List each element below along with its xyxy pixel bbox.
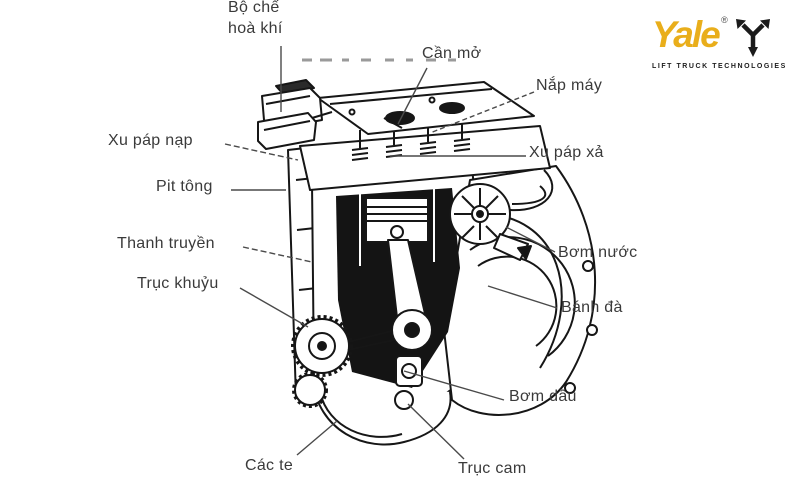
leader-carter (296, 420, 338, 456)
engine-body (257, 79, 598, 446)
label-crankcase: Các te (245, 457, 294, 474)
label-cylinder-head-cover: Nắp máy (536, 77, 603, 94)
label-oil-pump: Bơm dầu (509, 388, 577, 405)
logo-tagline: LIFT TRUCK TECHNOLOGIES (652, 63, 787, 70)
label-rocker-lever: Cần mở (422, 45, 482, 62)
impeller-spokes (454, 188, 506, 240)
registered-trademark: ® (721, 15, 728, 25)
leader-conrod (242, 246, 313, 263)
label-carburetor: Bộ chế hoà khí (228, 0, 283, 37)
label-connecting-rod: Thanh truyền (117, 235, 215, 252)
yale-logo: Yale ® LIFT TRUCK TECHNOLOGIES (652, 14, 794, 70)
leader-lines (224, 46, 558, 460)
label-piston: Pit tông (156, 178, 213, 195)
label-water-pump: Bơm nước (558, 244, 638, 261)
label-camshaft: Trục cam (458, 460, 527, 477)
label-intake-valve: Xu páp nạp (108, 132, 193, 149)
leader-rocker (397, 67, 428, 125)
label-flywheel: Bánh đà (561, 299, 623, 316)
leader-waterpump (505, 226, 556, 253)
leader-oilpump (403, 370, 505, 401)
leader-flywheel (487, 285, 558, 309)
leader-crank (239, 287, 309, 328)
label-exhaust-valve: Xu páp xả (529, 144, 604, 161)
leader-camshaft (407, 403, 465, 460)
leader-intake (224, 143, 299, 161)
yale-wordmark: Yale (652, 14, 721, 55)
label-crankshaft: Trục khuỷu (137, 275, 219, 292)
three-arrow-lift-icon (735, 19, 770, 57)
leader-head (429, 91, 535, 134)
